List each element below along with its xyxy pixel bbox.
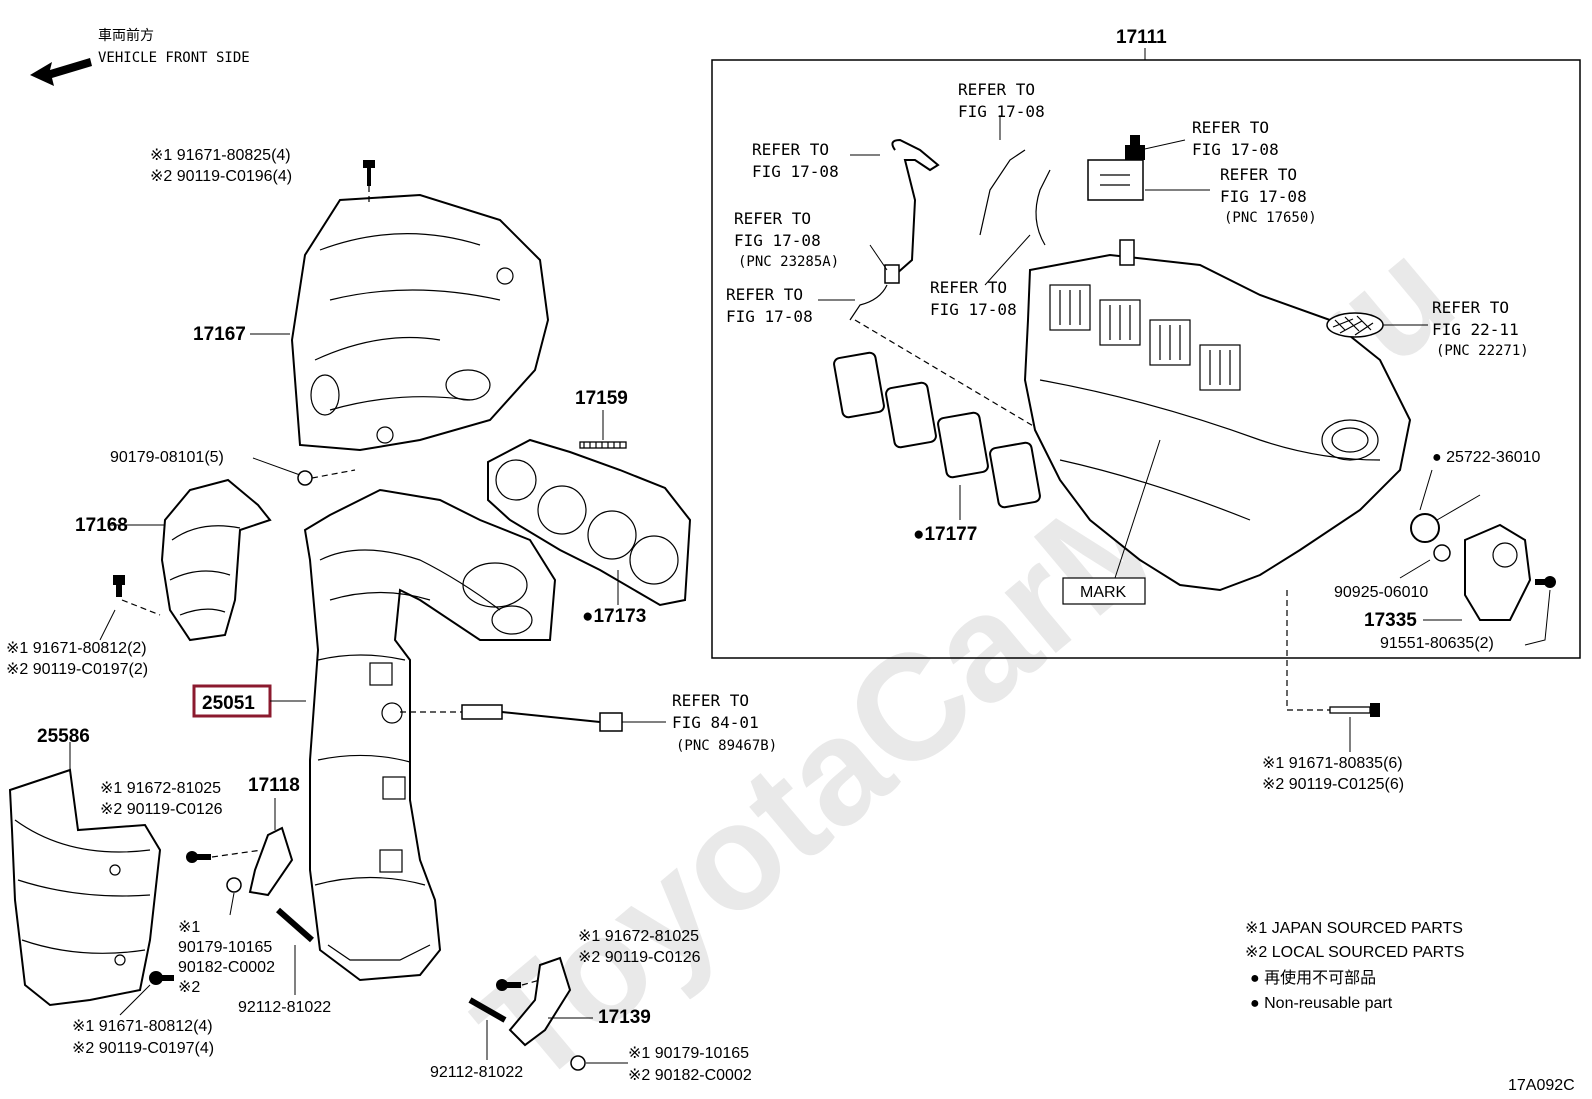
bolt-91551-pn[interactable]: 91551-80635(2) <box>1380 635 1494 652</box>
refer9-b[interactable]: FIG 84-01 <box>672 713 759 732</box>
refer7-a[interactable]: REFER TO <box>1220 165 1297 184</box>
legend-nonreusable-en: ● Non-reusable part <box>1250 995 1393 1012</box>
nut-b-1[interactable]: ※1 90179-10165 <box>628 1045 749 1062</box>
heat-insulator-25586[interactable] <box>8 768 162 1007</box>
refer4-b[interactable]: FIG 17-08 <box>726 307 813 326</box>
stud-icon <box>468 997 507 1023</box>
part-17335: 17335 <box>1364 610 1417 631</box>
oring-icon <box>1410 513 1440 543</box>
part-17167: 17167 <box>193 324 246 345</box>
refer6-a[interactable]: REFER TO <box>1192 118 1269 137</box>
part-17159[interactable]: 17159 <box>575 388 628 409</box>
refer2-a[interactable]: REFER TO <box>958 80 1035 99</box>
legend-japan: ※1 JAPAN SOURCED PARTS <box>1245 920 1463 937</box>
bolt-icon <box>363 160 375 186</box>
stud-92112-b[interactable]: 92112-81022 <box>430 1064 523 1081</box>
bracket-17139[interactable] <box>508 956 572 1047</box>
intake-gasket-17177[interactable] <box>833 351 1041 509</box>
hose-connector-icon <box>884 264 900 284</box>
bolt-icon <box>496 979 521 991</box>
intake-manifold[interactable] <box>1023 239 1412 592</box>
part-25722[interactable]: ● 25722-36010 <box>1432 449 1541 466</box>
b17118-pn2[interactable]: ※2 90119-C0126 <box>100 801 223 818</box>
part-17118: 17118 <box>248 775 300 796</box>
refer9-a[interactable]: REFER TO <box>672 691 749 710</box>
box-label: 17111 <box>1116 27 1167 48</box>
bolt-icon <box>1329 703 1380 717</box>
orientation-jp: 車両前方 <box>98 27 154 44</box>
part-17139: 17139 <box>598 1007 651 1028</box>
refer5-b[interactable]: FIG 17-08 <box>930 300 1017 319</box>
part-17177: ●17177 <box>913 524 977 545</box>
legend: ※1 JAPAN SOURCED PARTS ※2 LOCAL SOURCED … <box>1245 920 1464 1012</box>
refer3-a[interactable]: REFER TO <box>734 209 811 228</box>
nut-icon <box>226 877 242 893</box>
stud-icon <box>276 907 314 943</box>
nut-a-4: ※2 <box>178 979 200 996</box>
refer7-c: (PNC 17650) <box>1224 210 1317 226</box>
mesh-filter-icon <box>1326 312 1384 338</box>
nut-a-2[interactable]: 90179-10165 <box>178 939 272 956</box>
nut-90179-pn[interactable]: 90179-08101(5) <box>110 449 224 466</box>
vehicle-front-arrow-icon <box>30 58 92 86</box>
vsv-bracket-icon <box>1087 135 1145 201</box>
refer1-a[interactable]: REFER TO <box>752 140 829 159</box>
exhaust-manifold-25051[interactable] <box>303 488 557 982</box>
part-17168: 17168 <box>75 515 128 536</box>
nut-b-2[interactable]: ※2 90182-C0002 <box>628 1067 752 1084</box>
refer8-a[interactable]: REFER TO <box>1432 298 1509 317</box>
stud-icon <box>579 441 627 449</box>
nut-a-3[interactable]: 90182-C0002 <box>178 959 275 976</box>
refer8-b[interactable]: FIG 22-11 <box>1432 320 1519 339</box>
nut-icon <box>570 1055 586 1071</box>
mark-box <box>1062 577 1146 605</box>
b17139-pn1[interactable]: ※1 91672-81025 <box>578 928 699 945</box>
throttle-body-17335[interactable] <box>1433 523 1532 621</box>
left-bolt-pn2[interactable]: ※2 90119-C0197(2) <box>6 661 148 678</box>
refer8-c: (PNC 22271) <box>1436 343 1529 359</box>
stud-92112-a[interactable]: 92112-81022 <box>238 999 331 1016</box>
oxygen-sensor-icon <box>461 704 623 732</box>
bolt-icon <box>186 851 211 863</box>
refer9-c: (PNC 89467B) <box>676 738 777 754</box>
refer5-a[interactable]: REFER TO <box>930 278 1007 297</box>
manifold-bolt-pn1[interactable]: ※1 91671-80835(6) <box>1262 755 1403 772</box>
bolt-icon <box>1535 576 1556 588</box>
refer1-b[interactable]: FIG 17-08 <box>752 162 839 181</box>
bolt-icon <box>149 971 174 985</box>
left-bolt-pn1[interactable]: ※1 91671-80812(2) <box>6 640 147 657</box>
heat-insulator-17167[interactable] <box>290 193 550 452</box>
b17118-pn1[interactable]: ※1 91672-81025 <box>100 780 221 797</box>
intake-manifold-box <box>711 59 1581 659</box>
exhaust-gasket-17173[interactable] <box>487 438 692 607</box>
diagram-code: 17A092C <box>1508 1077 1575 1094</box>
manifold-bolt-pn2[interactable]: ※2 90119-C0125(6) <box>1262 776 1404 793</box>
oring-pn[interactable]: 90925-06010 <box>1334 584 1428 601</box>
bolt-top-pn1[interactable]: ※1 91671-80825(4) <box>150 147 291 164</box>
bottom-bolt-pn1[interactable]: ※1 91671-80812(4) <box>72 1018 213 1035</box>
bolt-top-pn2[interactable]: ※2 90119-C0196(4) <box>150 168 292 185</box>
mark-label: MARK <box>1080 584 1127 601</box>
refer7-b[interactable]: FIG 17-08 <box>1220 187 1307 206</box>
b17139-pn2[interactable]: ※2 90119-C0126 <box>578 949 701 966</box>
legend-local: ※2 LOCAL SOURCED PARTS <box>1245 944 1464 961</box>
bolt-icon <box>113 575 125 597</box>
refer2-b[interactable]: FIG 17-08 <box>958 102 1045 121</box>
refer6-b[interactable]: FIG 17-08 <box>1192 140 1279 159</box>
refer3-c: (PNC 23285A) <box>738 254 839 270</box>
nut-icon <box>297 470 313 486</box>
bracket-17118[interactable] <box>248 826 294 897</box>
bottom-bolt-pn2[interactable]: ※2 90119-C0197(4) <box>72 1040 214 1057</box>
refer3-b[interactable]: FIG 17-08 <box>734 231 821 250</box>
legend-nonreusable-jp: ● 再使用不可部品 <box>1250 969 1376 987</box>
part-17173: ●17173 <box>582 606 646 627</box>
orientation-en: VEHICLE FRONT SIDE <box>98 50 250 66</box>
refer4-a[interactable]: REFER TO <box>726 285 803 304</box>
part-25051[interactable]: 25051 <box>202 693 255 714</box>
part-25586: 25586 <box>37 726 90 747</box>
nut-a-1: ※1 <box>178 919 200 936</box>
heat-insulator-17168[interactable] <box>160 478 272 642</box>
